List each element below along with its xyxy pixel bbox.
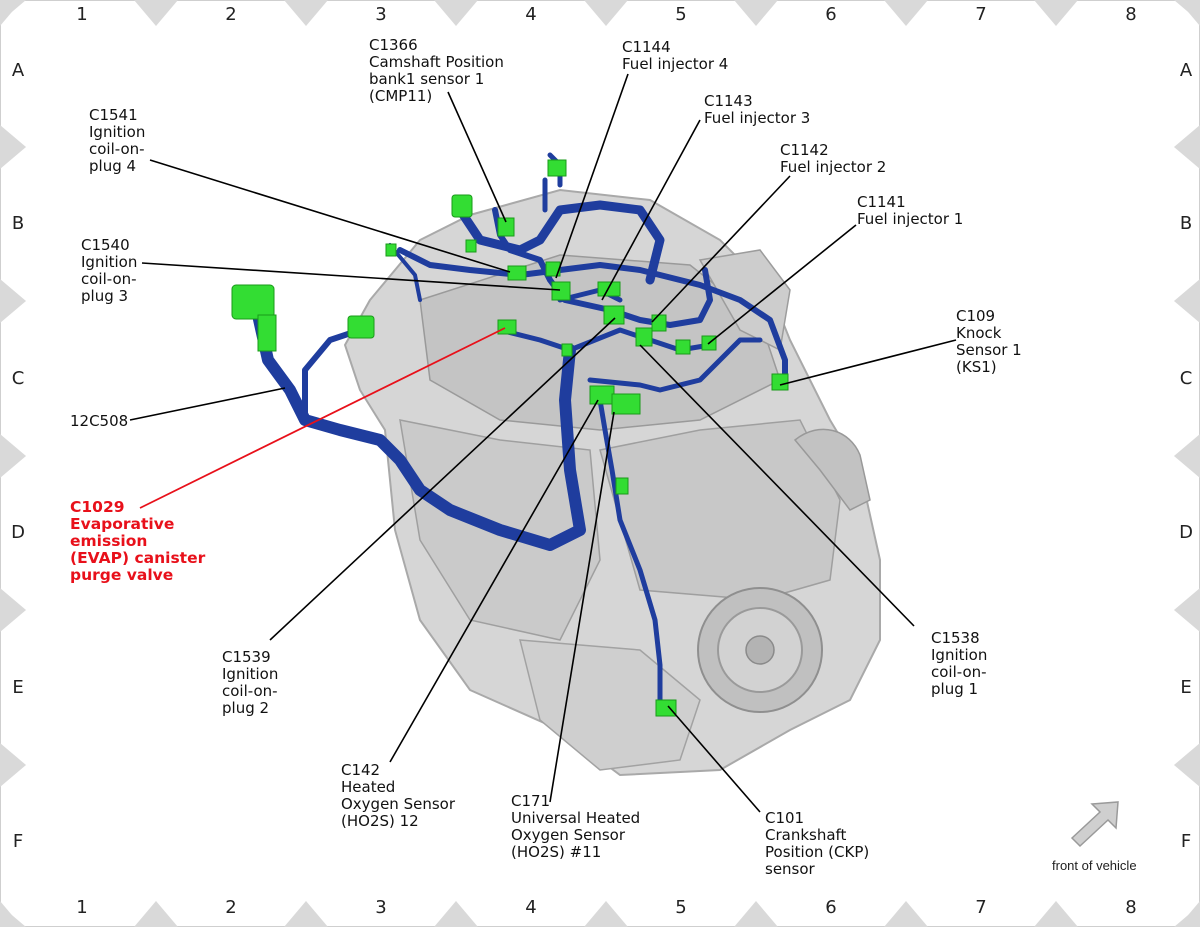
grid-marker-left-3 xyxy=(0,434,26,478)
grid-marker-top-2 xyxy=(284,0,328,26)
grid-marker-left-6 xyxy=(0,905,26,927)
grid-row-E-right: E xyxy=(1180,677,1192,698)
grid-marker-right-6 xyxy=(1174,905,1200,927)
grid-row-D-left: D xyxy=(11,522,25,543)
grid-marker-right-4 xyxy=(1174,588,1200,632)
grid-marker-top-5 xyxy=(734,0,778,26)
grid-column-5-top: 5 xyxy=(675,4,687,25)
grid-row-B-left: B xyxy=(11,213,25,234)
grid-row-C-right: C xyxy=(1179,368,1193,389)
grid-row-F-right: F xyxy=(1180,831,1192,852)
grid-marker-bottom-1 xyxy=(134,901,178,927)
callout-c1538: C1538 Ignition coil-on- plug 1 xyxy=(931,629,988,698)
grid-marker-bottom-5 xyxy=(734,901,778,927)
grid-marker-top-7 xyxy=(1034,0,1078,26)
grid-column-7-bottom: 7 xyxy=(975,897,987,918)
grid-column-3-bottom: 3 xyxy=(375,897,387,918)
grid-row-A-right: A xyxy=(1179,60,1193,81)
grid-marker-top-1 xyxy=(134,0,178,26)
grid-marker-bottom-4 xyxy=(584,901,628,927)
grid-column-2-top: 2 xyxy=(225,4,237,25)
grid-marker-top-4 xyxy=(584,0,628,26)
grid-column-5-bottom: 5 xyxy=(675,897,687,918)
grid-row-D-right: D xyxy=(1179,522,1193,543)
callout-c1141: C1141 Fuel injector 1 xyxy=(857,193,964,228)
leader-lines xyxy=(129,73,957,813)
grid-marker-right-5 xyxy=(1174,743,1200,787)
grid-column-4-top: 4 xyxy=(525,4,537,25)
grid-row-A-left: A xyxy=(11,60,25,81)
grid-column-3-top: 3 xyxy=(375,4,387,25)
grid-column-6-bottom: 6 xyxy=(825,897,837,918)
grid-row-B-right: B xyxy=(1179,213,1193,234)
grid-marker-bottom-2 xyxy=(284,901,328,927)
grid-column-2-bottom: 2 xyxy=(225,897,237,918)
grid-marker-bottom-3 xyxy=(434,901,478,927)
grid-marker-left-0 xyxy=(0,0,26,22)
callout-c1143: C1143 Fuel injector 3 xyxy=(704,92,811,127)
grid-marker-left-2 xyxy=(0,279,26,323)
grid-marker-left-5 xyxy=(0,743,26,787)
grid-row-C-left: C xyxy=(11,368,25,389)
grid-row-E-left: E xyxy=(12,677,24,698)
evap-leader-line xyxy=(139,327,506,509)
callout-c101: C101 Crankshaft Position (CKP) sensor xyxy=(765,809,870,878)
grid-marker-right-3 xyxy=(1174,434,1200,478)
grid-column-6-top: 6 xyxy=(825,4,837,25)
callout-c1144: C1144 Fuel injector 4 xyxy=(622,38,729,73)
grid-column-8-bottom: 8 xyxy=(1125,897,1137,918)
front-of-vehicle-note: front of vehicle xyxy=(1052,858,1137,873)
callout-c1366: C1366 Camshaft Position bank1 sensor 1 (… xyxy=(369,36,504,105)
callout-c1540: C1540 Ignition coil-on- plug 3 xyxy=(81,236,138,305)
callout-c1539: C1539 Ignition coil-on- plug 2 xyxy=(222,648,279,717)
grid-marker-left-1 xyxy=(0,125,26,169)
grid-row-F-left: F xyxy=(12,831,24,852)
callout-c1541: C1541 Ignition coil-on- plug 4 xyxy=(89,106,146,175)
grid-column-4-bottom: 4 xyxy=(525,897,537,918)
wiring-harness xyxy=(252,152,788,703)
grid-marker-bottom-6 xyxy=(884,901,928,927)
grid-marker-top-6 xyxy=(884,0,928,26)
grid-marker-right-2 xyxy=(1174,279,1200,323)
callout-c171: C171 Universal Heated Oxygen Sensor (HO2… xyxy=(511,792,641,861)
callout-c109: C109 Knock Sensor 1 (KS1) xyxy=(956,307,1022,376)
grid-column-8-top: 8 xyxy=(1125,4,1137,25)
callout-c1142: C1142 Fuel injector 2 xyxy=(780,141,887,176)
grid-marker-right-1 xyxy=(1174,125,1200,169)
callout-12c508: 12C508 xyxy=(70,412,129,430)
grid-marker-right-0 xyxy=(1174,0,1200,22)
front-arrow-icon xyxy=(1070,801,1119,848)
grid-column-1-bottom: 1 xyxy=(76,897,88,918)
grid-column-7-top: 7 xyxy=(975,4,987,25)
callout-c142: C142 Heated Oxygen Sensor (HO2S) 12 xyxy=(341,761,456,830)
grid-marker-top-3 xyxy=(434,0,478,26)
callout-c1029-evap: C1029 Evaporative emission (EVAP) canist… xyxy=(70,498,206,584)
grid-marker-bottom-7 xyxy=(1034,901,1078,927)
grid-marker-left-4 xyxy=(0,588,26,632)
connectors xyxy=(231,159,789,717)
grid-column-1-top: 1 xyxy=(76,4,88,25)
